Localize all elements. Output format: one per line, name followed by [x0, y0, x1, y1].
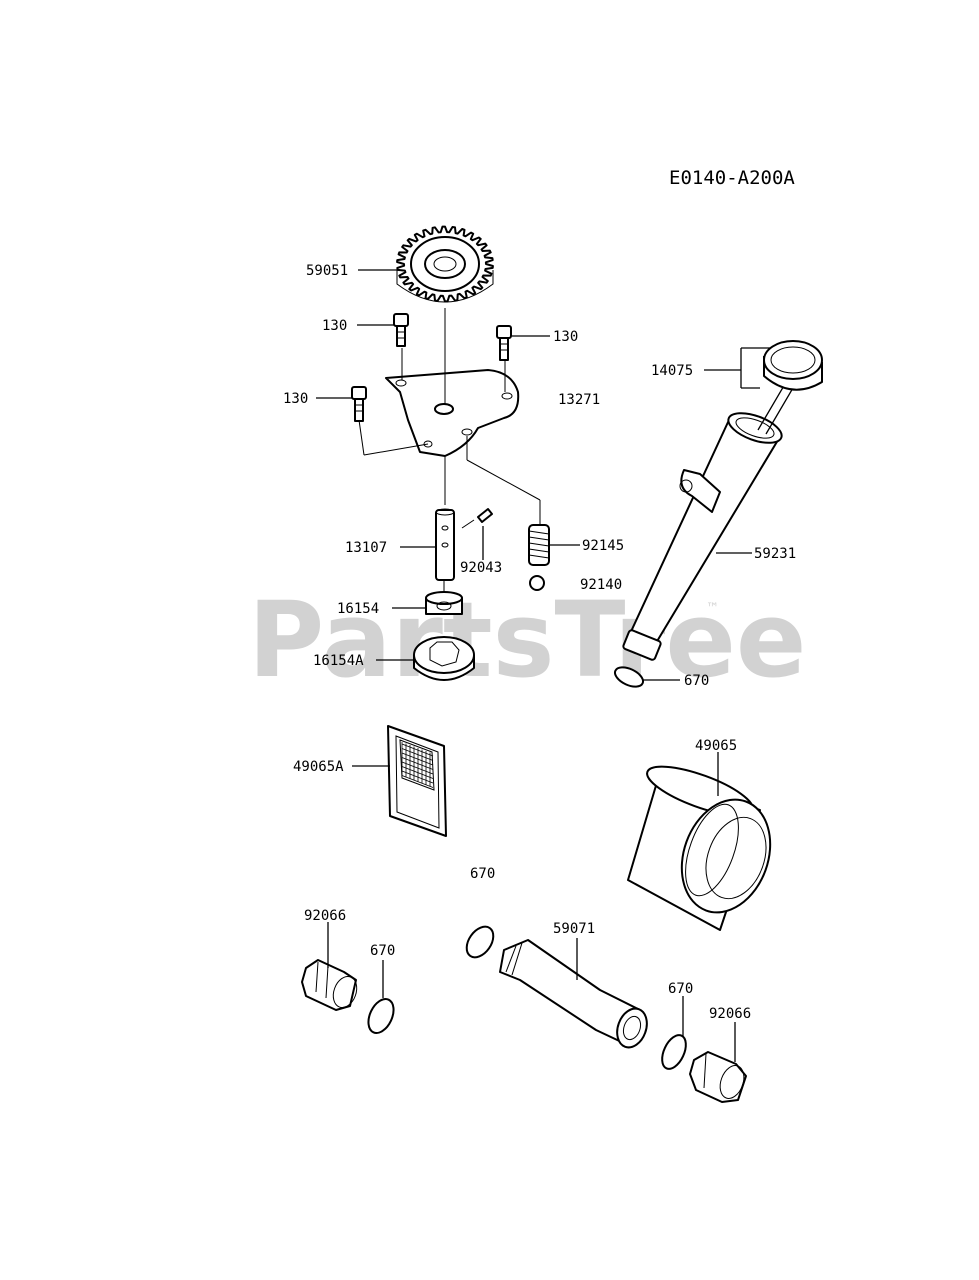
- label-92043[interactable]: 92043: [460, 560, 502, 576]
- label-59231[interactable]: 59231: [754, 546, 796, 562]
- pin-92043[interactable]: [477, 508, 493, 523]
- oil-filler-tube-59231[interactable]: [622, 407, 785, 661]
- strainer-49065A[interactable]: [387, 725, 447, 837]
- label-16154A[interactable]: 16154A: [313, 653, 364, 669]
- pump-cover-plate-13271[interactable]: [385, 369, 520, 457]
- label-670-d[interactable]: 670: [668, 981, 693, 997]
- label-92145[interactable]: 92145: [582, 538, 624, 554]
- watermark: PartsTree ™: [248, 579, 806, 701]
- leader-14075: [704, 347, 770, 389]
- label-92066-a[interactable]: 92066: [304, 908, 346, 924]
- label-16154[interactable]: 16154: [337, 601, 379, 617]
- inner-rotor-16154[interactable]: [425, 591, 463, 615]
- label-92140[interactable]: 92140: [580, 577, 622, 593]
- watermark-text: PartsTree: [248, 579, 806, 701]
- shaft-13107[interactable]: [435, 508, 455, 581]
- watermark-trademark: ™: [706, 601, 719, 616]
- label-670-c[interactable]: 670: [370, 943, 395, 959]
- ball-92140[interactable]: [529, 575, 545, 591]
- bolt-130-top-right[interactable]: [496, 325, 512, 361]
- label-130-a[interactable]: 130: [322, 318, 347, 334]
- label-14075[interactable]: 14075: [651, 363, 693, 379]
- o-ring-670-pipe[interactable]: [461, 922, 499, 962]
- label-670-a[interactable]: 670: [684, 673, 709, 689]
- oil-pipe-59071[interactable]: [499, 939, 652, 1052]
- label-670-b[interactable]: 670: [470, 866, 495, 882]
- label-130-c[interactable]: 130: [283, 391, 308, 407]
- o-ring-670-tube[interactable]: [612, 663, 646, 690]
- label-59071[interactable]: 59071: [553, 921, 595, 937]
- label-130-b[interactable]: 130: [553, 329, 578, 345]
- assembly-lines: [358, 308, 541, 594]
- outer-rotor-16154A[interactable]: [413, 636, 475, 681]
- dipstick-14075[interactable]: [757, 340, 823, 435]
- label-49065[interactable]: 49065: [695, 738, 737, 754]
- spring-92145[interactable]: [528, 524, 550, 566]
- diagram-code: E0140-A200A: [669, 167, 795, 189]
- bolt-130-top-left[interactable]: [393, 313, 409, 347]
- oil-filter-49065[interactable]: [627, 757, 785, 931]
- label-49065A[interactable]: 49065A: [293, 759, 344, 775]
- label-13107[interactable]: 13107: [345, 540, 387, 556]
- bolt-130-left[interactable]: [351, 386, 367, 422]
- drain-plug-92066-left[interactable]: [301, 959, 361, 1011]
- o-ring-670-left[interactable]: [363, 995, 398, 1037]
- label-92066-b[interactable]: 92066: [709, 1006, 751, 1022]
- label-59051[interactable]: 59051: [306, 263, 348, 279]
- gear-59051[interactable]: [396, 225, 494, 303]
- label-13271[interactable]: 13271: [558, 392, 600, 408]
- o-ring-670-right[interactable]: [657, 1031, 690, 1072]
- drain-plug-92066-right[interactable]: [689, 1051, 748, 1103]
